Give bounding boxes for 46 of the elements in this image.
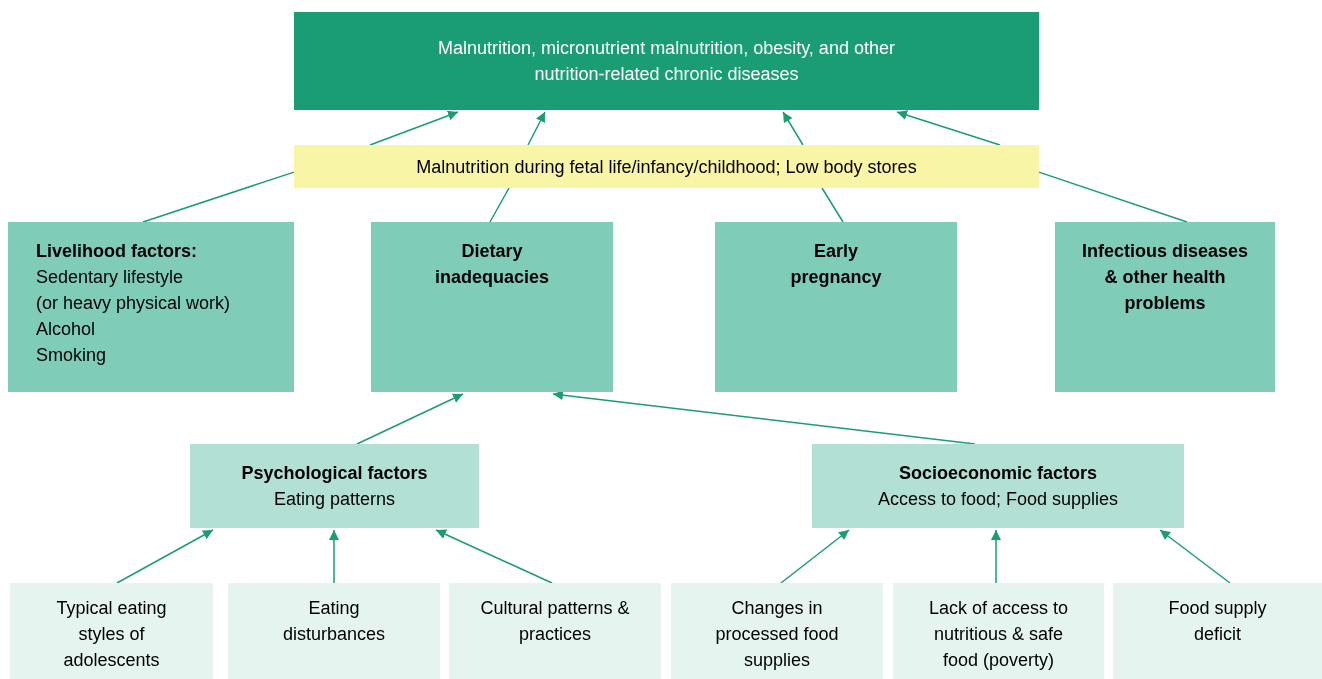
factor-box	[8, 222, 294, 392]
label-text: Food supply deficit	[1167, 597, 1268, 646]
arrow	[780, 529, 850, 584]
arrow	[116, 529, 214, 584]
arrow	[356, 393, 464, 445]
label-text: Typical eating styles of adolescents	[55, 597, 168, 672]
cause-box	[10, 583, 213, 679]
arrow	[552, 390, 976, 445]
heading: Psychological factors	[241, 462, 428, 485]
label-text: Alcohol	[36, 318, 96, 341]
condition-band	[294, 145, 1039, 188]
factor-box	[1055, 222, 1275, 392]
heading: Livelihood factors:	[36, 240, 197, 263]
label-text: Eating disturbances	[281, 597, 387, 646]
cause-box	[449, 583, 661, 679]
label-text: Smoking	[36, 344, 107, 367]
arrow	[991, 529, 1001, 584]
label-text: Cultural patterns & practices	[479, 597, 631, 646]
label-text: Early pregnancy	[789, 240, 883, 289]
label-text: Changes in processed food supplies	[714, 597, 840, 672]
cause-box	[671, 583, 883, 679]
outcome-box	[294, 12, 1039, 110]
heading: Socioeconomic factors	[898, 462, 1098, 485]
factor-box	[812, 444, 1184, 528]
arrow	[1159, 529, 1231, 584]
label-text: (or heavy physical work)	[36, 292, 231, 315]
factor-box	[371, 222, 613, 392]
label-text: Lack of access to nutritious & safe food (poverty)	[927, 597, 1070, 672]
cause-box	[228, 583, 440, 679]
label-text: Sedentary lifestyle	[36, 266, 184, 289]
cause-box	[893, 583, 1104, 679]
label-text: Malnutrition during fetal life/infancy/childhood; Low body stores	[416, 155, 917, 179]
factor-box	[190, 444, 479, 528]
factor-box	[715, 222, 957, 392]
arrow	[527, 111, 546, 146]
label-text: Eating patterns	[273, 488, 396, 511]
cause-box	[1113, 583, 1322, 679]
arrow	[435, 529, 553, 584]
label-text: Infectious diseases & other health problems	[1080, 240, 1250, 315]
label-text: Malnutrition, micronutrient malnutrition, obesity, and other nutrition-related chronic diseases	[437, 37, 896, 86]
label-text: Dietary inadequacies	[433, 240, 550, 289]
arrow	[369, 110, 459, 146]
arrow	[782, 111, 804, 146]
label-text: Access to food; Food supplies	[877, 488, 1119, 511]
arrow	[896, 110, 1001, 146]
arrow	[329, 529, 339, 584]
